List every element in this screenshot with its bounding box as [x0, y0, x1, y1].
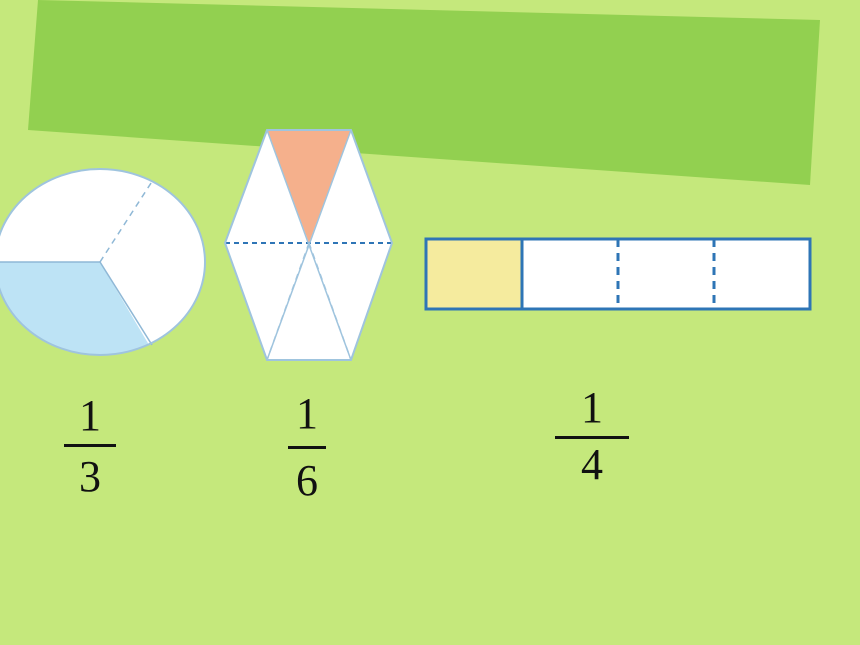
- fraction-denominator: 6: [296, 456, 318, 505]
- fraction-numerator: 1: [296, 389, 318, 438]
- hexagon-outline: [223, 129, 394, 361]
- fraction-bar: [288, 446, 326, 449]
- hexagon-divider-dashed: [266, 242, 310, 361]
- rectangle-outline: [424, 237, 812, 311]
- fraction-numerator: 1: [581, 383, 603, 432]
- hexagon-shaded-sixth: [267, 130, 351, 243]
- fraction-bar: [64, 444, 116, 447]
- title-banner: [28, 0, 820, 185]
- rectangle-quarters: [424, 237, 812, 311]
- hexagon-divider-dashed: [308, 242, 352, 361]
- circle-outline: [0, 168, 206, 356]
- fraction-bar: [555, 436, 629, 439]
- fraction-denominator: 3: [79, 452, 101, 501]
- fraction-one-quarter: 1 4: [555, 386, 629, 487]
- circle-shaded-third: [0, 262, 152, 355]
- fraction-numerator: 1: [79, 391, 101, 440]
- circle-thirds: [0, 168, 206, 356]
- fraction-denominator: 4: [581, 440, 603, 489]
- fraction-one-sixth: 1 6: [288, 392, 326, 503]
- hexagon-sixths: [223, 129, 394, 361]
- circle-divider-dashed: [99, 179, 154, 263]
- rectangle-shaded-quarter: [426, 239, 522, 309]
- circle-divider: [99, 261, 153, 346]
- fraction-one-third: 1 3: [64, 394, 116, 499]
